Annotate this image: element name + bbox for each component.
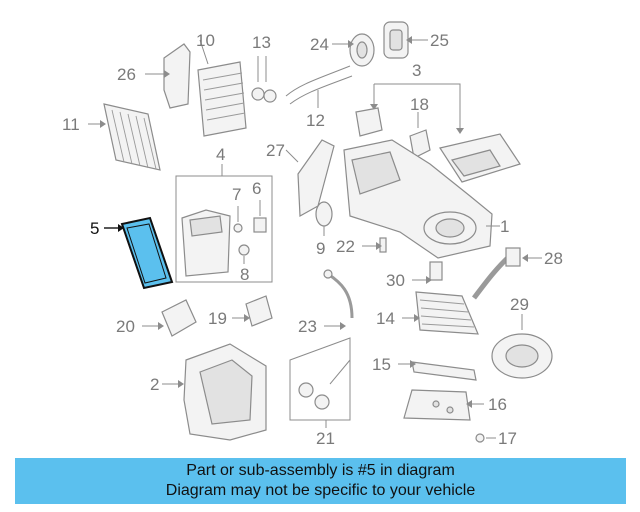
part-20-actuator[interactable]: [161, 299, 197, 337]
callout-15: 15: [372, 355, 391, 374]
callout-17: 17: [498, 429, 517, 448]
callout-28: 28: [544, 249, 563, 268]
part-9-grommet[interactable]: [315, 201, 333, 227]
callout-21: 21: [316, 429, 335, 448]
part-25-seal[interactable]: [383, 21, 409, 59]
callout-30: 30: [386, 271, 405, 290]
part-12-pipes[interactable]: [285, 65, 353, 105]
callout-2: 2: [150, 375, 159, 394]
callout-11: 11: [62, 115, 80, 134]
part-21-kit[interactable]: [289, 337, 351, 421]
info-banner: Part or sub-assembly is #5 in diagram Di…: [15, 458, 626, 504]
banner-line-2: Diagram may not be specific to your vehi…: [165, 482, 476, 499]
part-19-bracket[interactable]: [245, 295, 273, 327]
part-28-hose[interactable]: [472, 247, 521, 300]
part-6-sensor[interactable]: [253, 217, 267, 233]
callout-20: 20: [116, 317, 135, 336]
part-4-module[interactable]: [181, 209, 231, 277]
callout-19: 19: [208, 309, 227, 328]
callout-9: 9: [316, 239, 325, 258]
callout-16: 16: [488, 395, 507, 414]
callout-25: 25: [430, 31, 449, 50]
callout-6: 6: [252, 179, 261, 198]
callout-14: 14: [376, 309, 395, 328]
part-29-blower-motor[interactable]: [491, 333, 553, 379]
banner-line-1: Part or sub-assembly is #5 in diagram: [186, 462, 455, 479]
callout-22: 22: [336, 237, 355, 256]
part-14-grille[interactable]: [415, 291, 479, 335]
callout-5: 5: [90, 219, 99, 238]
callout-4: 4: [216, 145, 225, 164]
part-5-cabin-air-filter[interactable]: [120, 216, 174, 290]
callout-12: 12: [306, 111, 325, 130]
callout-26: 26: [117, 65, 136, 84]
part-3-housing-upper[interactable]: [439, 133, 521, 183]
part-27-bracket[interactable]: [297, 139, 335, 217]
part-16-panel[interactable]: [403, 389, 471, 421]
part-22-screw[interactable]: [379, 237, 387, 253]
part-13-valve[interactable]: [251, 56, 277, 103]
part-8-clip[interactable]: [238, 244, 250, 256]
callout-10: 10: [196, 31, 215, 50]
part-10-heater-core[interactable]: [197, 61, 247, 137]
callout-23: 23: [298, 317, 317, 336]
callout-29: 29: [510, 295, 529, 314]
callout-24: 24: [310, 35, 329, 54]
callout-13: 13: [252, 33, 271, 52]
callout-3: 3: [412, 61, 421, 80]
callout-7: 7: [232, 185, 241, 204]
callout-18: 18: [410, 95, 429, 114]
callout-8: 8: [240, 265, 249, 284]
part-18-actuator[interactable]: [409, 129, 431, 159]
part-2-lower-housing[interactable]: [183, 343, 267, 441]
part-30-connector[interactable]: [429, 261, 443, 281]
callout-1: 1: [500, 217, 509, 236]
part-17-screw[interactable]: [475, 433, 485, 443]
callout-27: 27: [266, 141, 285, 160]
part-15-seal[interactable]: [411, 361, 477, 381]
part-11-evaporator[interactable]: [103, 103, 161, 171]
part-1-hvac-housing[interactable]: [343, 139, 493, 259]
part-23-drain-tube[interactable]: [323, 269, 354, 319]
part-7-clip[interactable]: [233, 223, 243, 233]
parts-diagram: 10 26 13 12 24 25 3: [62, 21, 563, 448]
part-24-seal[interactable]: [349, 33, 375, 67]
part-4-box: [175, 164, 273, 283]
part-26-bracket[interactable]: [163, 43, 191, 109]
part-3-actuator[interactable]: [355, 107, 383, 137]
